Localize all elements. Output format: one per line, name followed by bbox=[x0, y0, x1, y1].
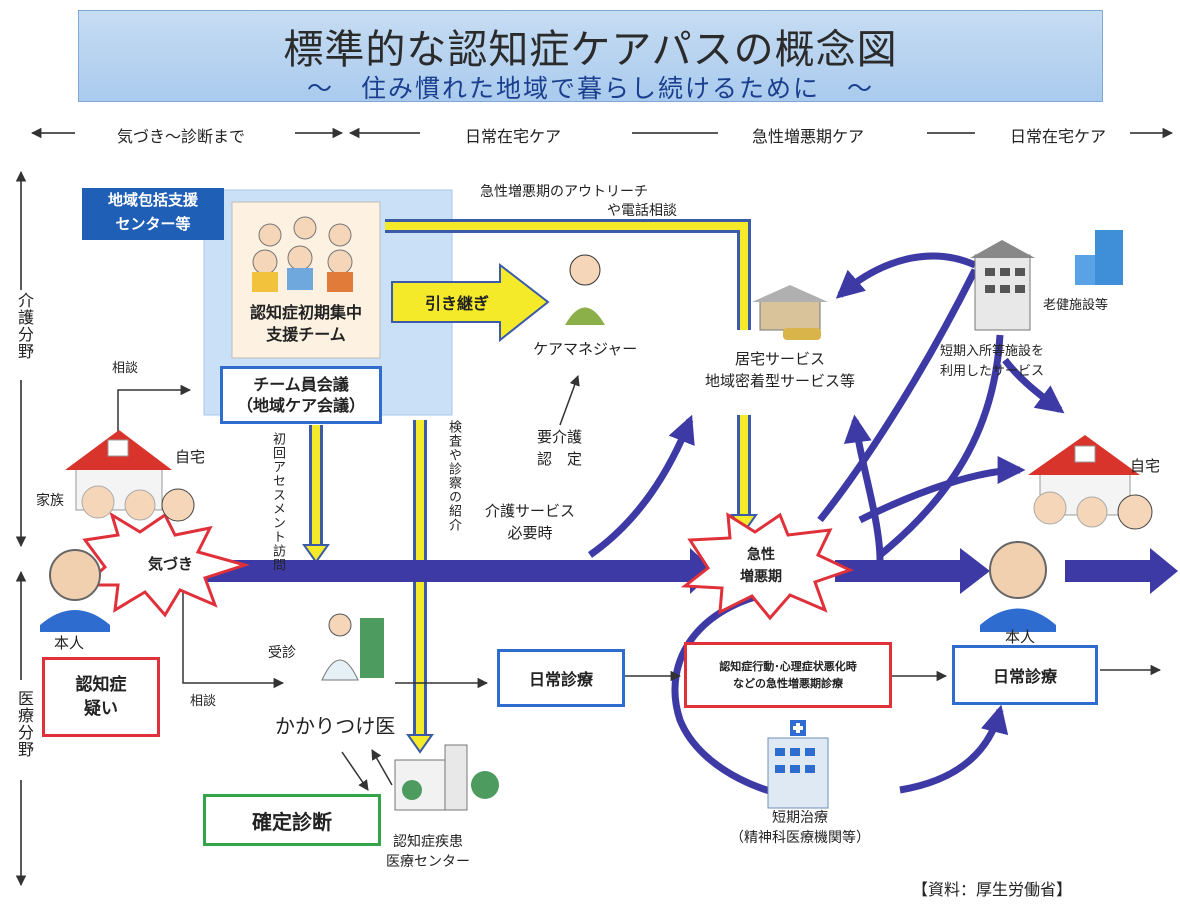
daily-care-box-2: 日常診療 bbox=[952, 645, 1098, 705]
acute-label: 急性 増悪期 bbox=[740, 547, 782, 585]
awareness-burst bbox=[81, 511, 251, 618]
consult-label-bottom: 相談 bbox=[190, 694, 217, 709]
doctor-figure bbox=[321, 613, 384, 681]
person-label-left: 本人 bbox=[54, 634, 85, 652]
home-service-label: 居宅サービス 地域密着型サービス等 bbox=[705, 350, 856, 390]
family-doctor-label: かかりつけ医 bbox=[275, 714, 396, 738]
person-right bbox=[980, 541, 1056, 632]
home-service-building bbox=[752, 285, 828, 340]
daily-care-box-1: 日常診療 bbox=[497, 649, 625, 707]
main-flow-arrow bbox=[150, 548, 1178, 594]
person-label-right: 本人 bbox=[1005, 628, 1036, 646]
handover-label: 引き継ぎ bbox=[425, 294, 490, 313]
phase-label-acute: 急性増悪期ケア bbox=[752, 127, 865, 146]
family-label: 家族 bbox=[36, 493, 64, 509]
person-left bbox=[40, 549, 110, 632]
care-need-label: 介護サービス 必要時 bbox=[485, 502, 576, 542]
page-subtitle: ～ 住み慣れた地域で暮らし続けるために ～ bbox=[306, 74, 874, 103]
team-figures bbox=[252, 216, 353, 292]
medical-center-building bbox=[394, 744, 499, 811]
hospital-building bbox=[767, 720, 829, 809]
home-label-right: 自宅 bbox=[1130, 457, 1161, 475]
phase-label-home-care-2: 日常在宅ケア bbox=[1010, 127, 1107, 146]
team-meeting-box: チーム員会議 （地域ケア会議） bbox=[220, 366, 382, 424]
acute-treatment-box: 認知症行動･心理症状悪化時 などの急性増悪期診療 bbox=[684, 642, 892, 708]
facility-label: 老健施設等 bbox=[1043, 298, 1109, 313]
phase-label-home-care-1: 日常在宅ケア bbox=[465, 127, 562, 146]
axis-care: 介護分野 bbox=[15, 292, 34, 360]
team-name: 認知症初期集中 支援チーム bbox=[249, 303, 362, 344]
outreach-label-2: や電話相談 bbox=[607, 203, 677, 219]
visit-label: 受診 bbox=[268, 645, 296, 661]
source-label: 【資料：厚生労働省】 bbox=[912, 880, 1073, 899]
care-cert-label: 要介護 認 定 bbox=[537, 428, 583, 468]
facility-buildings bbox=[970, 230, 1123, 331]
phase-label-awareness: 気づき～診断まで bbox=[117, 127, 246, 146]
home-label-left: 自宅 bbox=[175, 448, 206, 466]
confirmed-diagnosis-box: 確定診断 bbox=[203, 794, 381, 846]
consult-label-top: 相談 bbox=[112, 361, 139, 376]
short-stay-label: 短期入所等施設を 利用したサービス bbox=[940, 344, 1045, 379]
family-left bbox=[81, 485, 195, 522]
house-left bbox=[65, 430, 172, 511]
care-manager-label: ケアマネジャー bbox=[533, 340, 638, 358]
title-banner: 標準的な認知症ケアパスの概念図 ～ 住み慣れた地域で暮らし続けるために ～ bbox=[78, 10, 1103, 103]
exam-referral-label: 検査や診察の紹介 bbox=[446, 420, 461, 532]
acute-burst bbox=[680, 512, 854, 621]
short-treatment-label: 短期治療 （精神科医療機関等） bbox=[730, 810, 870, 846]
handover-arrow bbox=[391, 262, 550, 343]
initial-assessment-label: 初回アセスメント訪問 bbox=[270, 432, 285, 572]
family-right bbox=[1033, 491, 1153, 530]
page-title: 標準的な認知症ケアパスの概念図 bbox=[283, 27, 898, 73]
care-manager-figure bbox=[565, 254, 605, 325]
support-center-label: 地域包括支援 センター等 bbox=[82, 188, 224, 240]
curved-arrows bbox=[587, 252, 1065, 804]
outreach-label-1: 急性増悪期のアウトリーチ bbox=[480, 184, 648, 200]
thin-arrows bbox=[117, 375, 1162, 791]
suspected-box: 認知症 疑い bbox=[42, 657, 160, 737]
axis-medical: 医療分野 bbox=[15, 690, 34, 758]
awareness-label: 気づき bbox=[148, 555, 194, 573]
medical-center-label: 認知症疾患 医療センター bbox=[386, 834, 470, 870]
